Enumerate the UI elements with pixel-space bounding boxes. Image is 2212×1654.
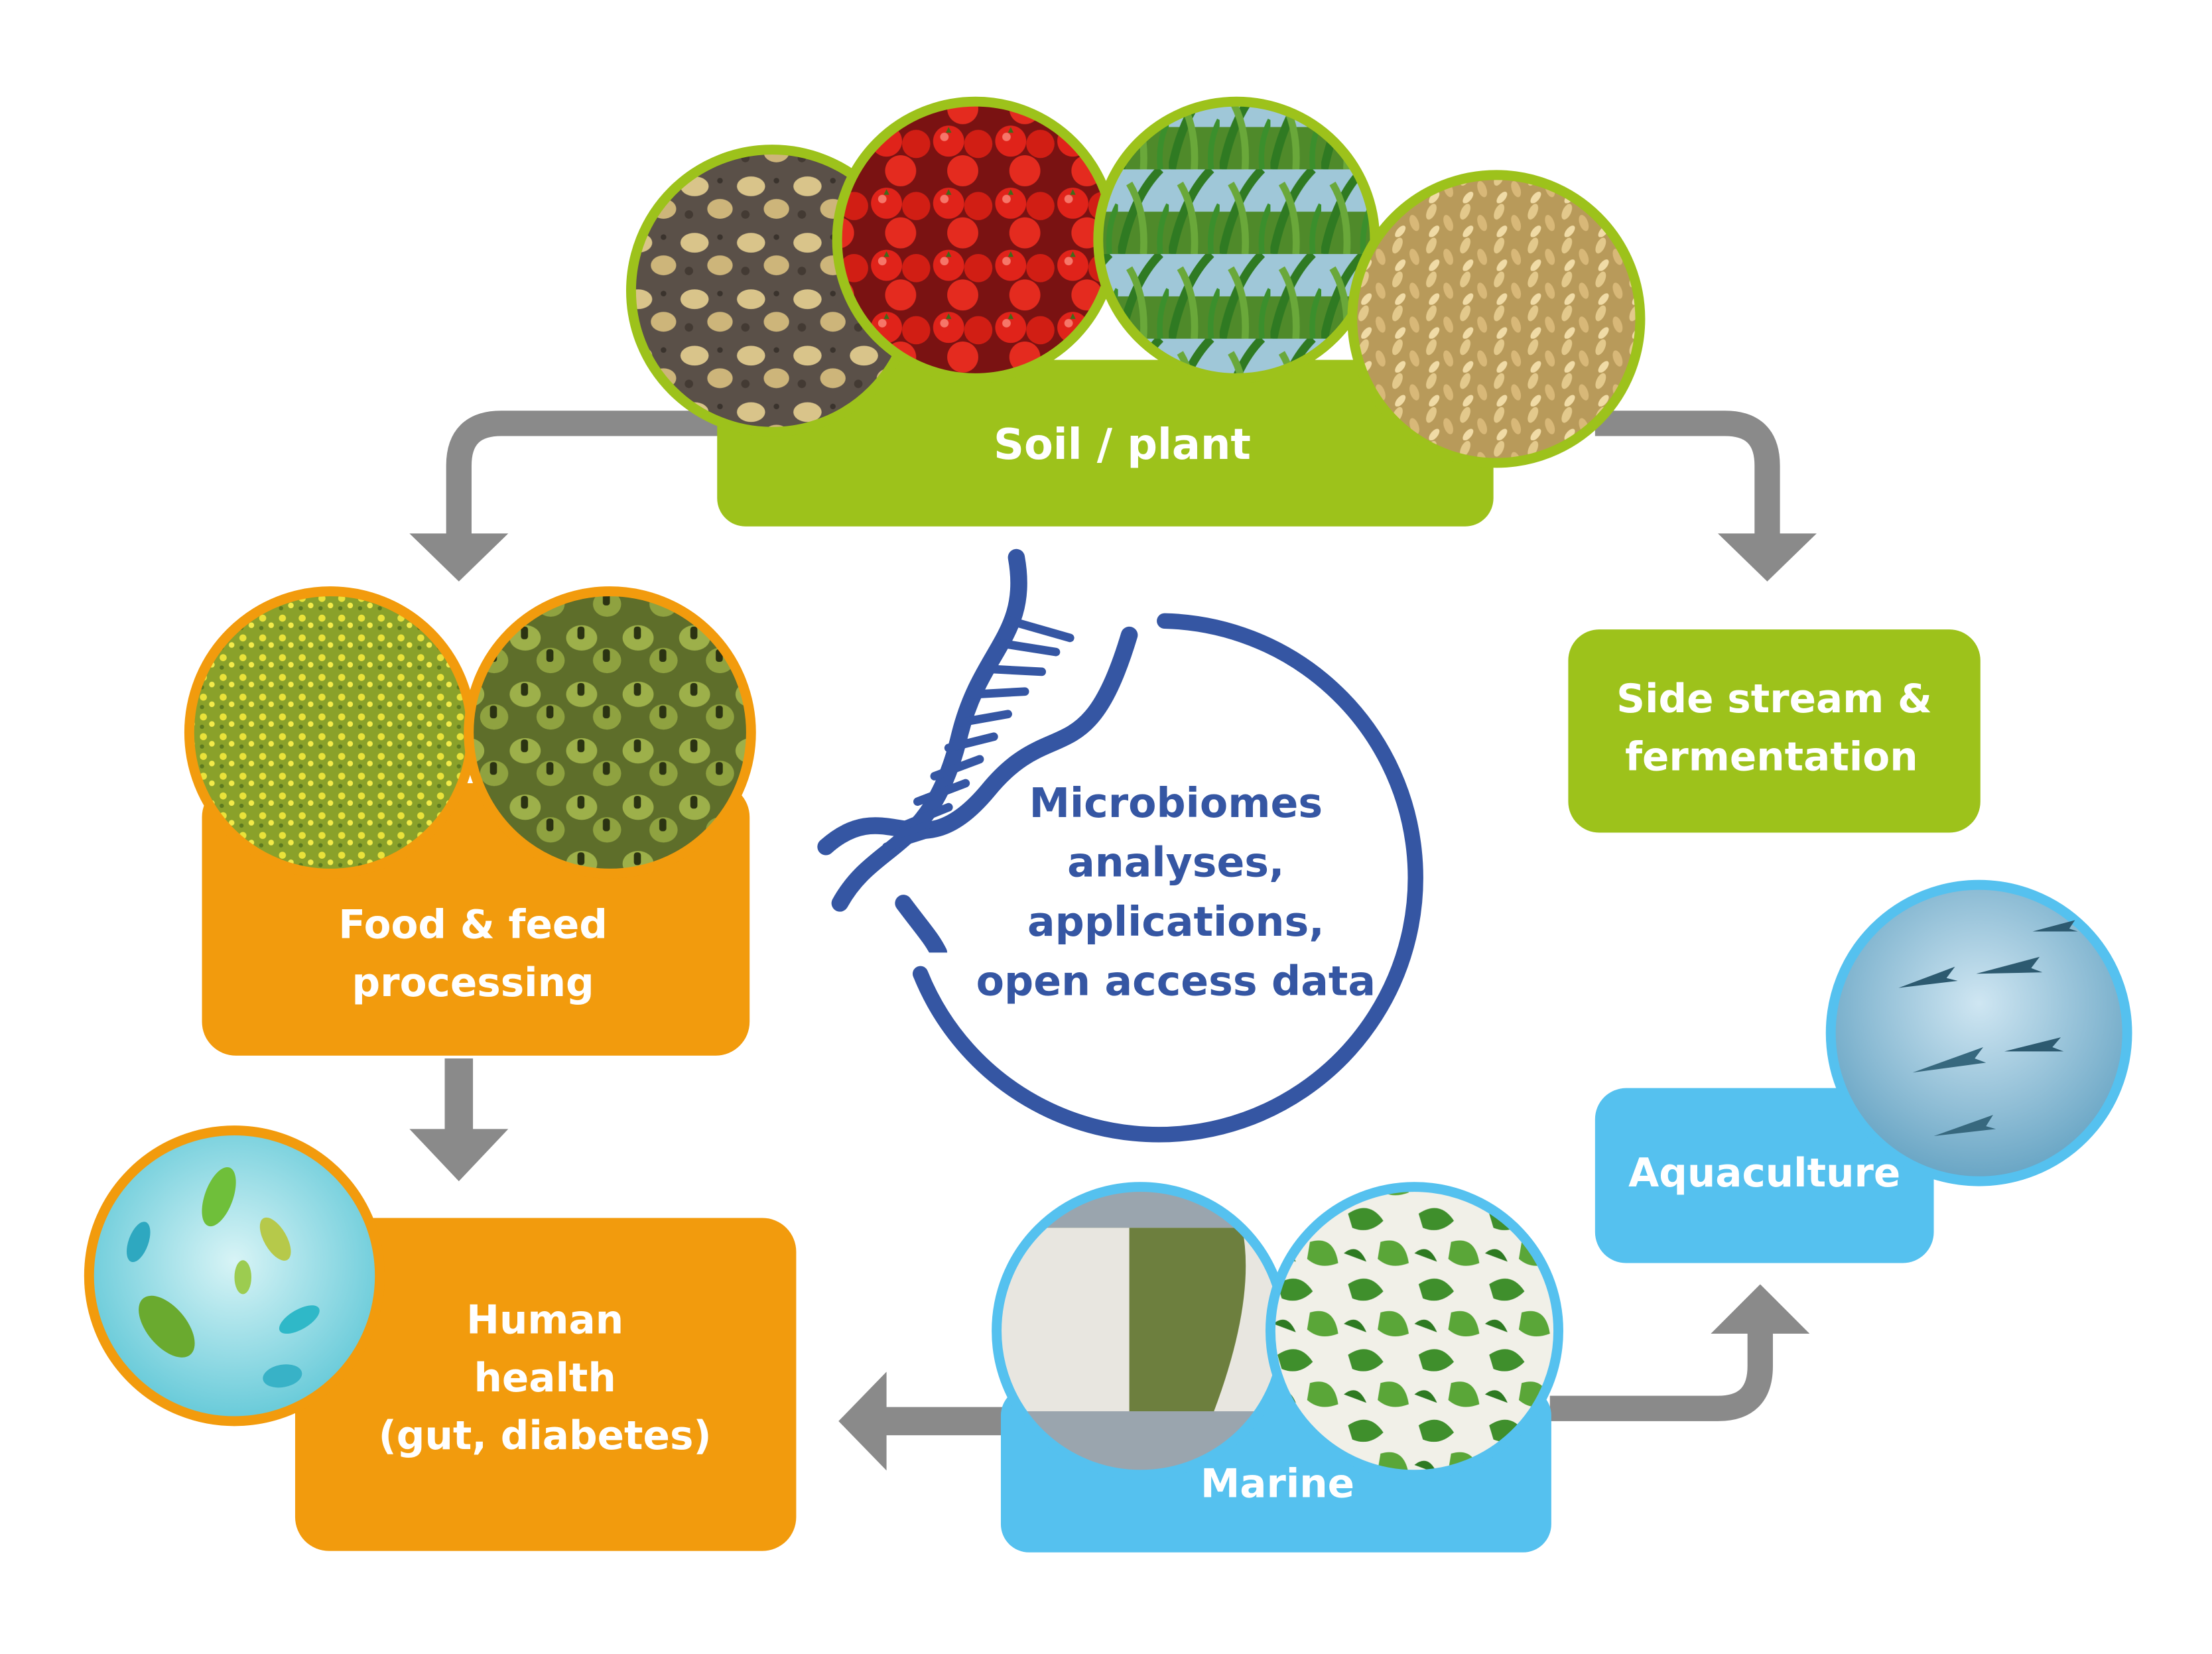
side-stream-label-line1: Side stream & (1616, 676, 1932, 722)
node-soil-plant: Soil / plant (625, 96, 1646, 527)
food-feed-label-line1: Food & feed (338, 903, 608, 948)
arrow-marine-to-human (838, 1371, 1006, 1471)
faba-beans-photo (464, 586, 756, 879)
node-human-health: Human health (gut, diabetes) (84, 1125, 797, 1551)
arrow-soil-to-sidestream (1594, 411, 1780, 544)
arrow-head-food (409, 533, 509, 582)
center-label-line3: applications, (1027, 898, 1325, 946)
human-health-box (294, 1218, 797, 1551)
human-health-label-line1: Human (466, 1298, 623, 1344)
arrow-food-to-human (409, 1058, 509, 1182)
aquaculture-label: Aquaculture (1628, 1151, 1900, 1196)
soil-plant-box (717, 359, 1494, 527)
human-health-label-line2: health (474, 1356, 616, 1401)
arrow-soil-to-food (446, 411, 720, 544)
tomatoes-photo (832, 96, 1119, 383)
center-label-line2: analyses, (1067, 839, 1284, 887)
coastline-photo (992, 1182, 1290, 1480)
center-label-line4: open access data (976, 957, 1376, 1005)
dna-icon (817, 548, 1138, 953)
seaweed-photo (1265, 1182, 1563, 1480)
side-stream-box (1568, 629, 1981, 833)
node-aquaculture: Aquaculture (1594, 879, 2132, 1263)
arrow-head-sidestream (1717, 533, 1817, 582)
food-feed-label-line2: processing (352, 960, 594, 1006)
node-food-feed: Food & feed processing (184, 586, 756, 1056)
center-label-line1: Microbiomes (1029, 779, 1323, 827)
marine-label: Marine (1201, 1461, 1354, 1507)
center-ring (912, 613, 1423, 1143)
fish-photo (1825, 879, 2132, 1186)
soil-plant-label: Soil / plant (994, 420, 1251, 470)
center-microbiomes: Microbiomes analyses, applications, open… (817, 548, 1423, 1143)
side-stream-label-line2: fermentation (1625, 734, 1918, 780)
arrow-head-aquaculture (1711, 1284, 1810, 1334)
maize-photo (1093, 96, 1380, 383)
node-side-stream: Side stream & fermentation (1568, 629, 1981, 833)
oats-photo (1347, 170, 1646, 468)
rapeseed-field-photo (184, 586, 477, 879)
arrow-marine-to-aquaculture (1549, 1333, 1773, 1421)
human-health-label-line3: (gut, diabetes) (379, 1413, 712, 1459)
microbes-photo (84, 1125, 385, 1427)
node-marine: Marine (992, 1182, 1563, 1553)
aquaculture-box (1594, 1088, 1934, 1263)
